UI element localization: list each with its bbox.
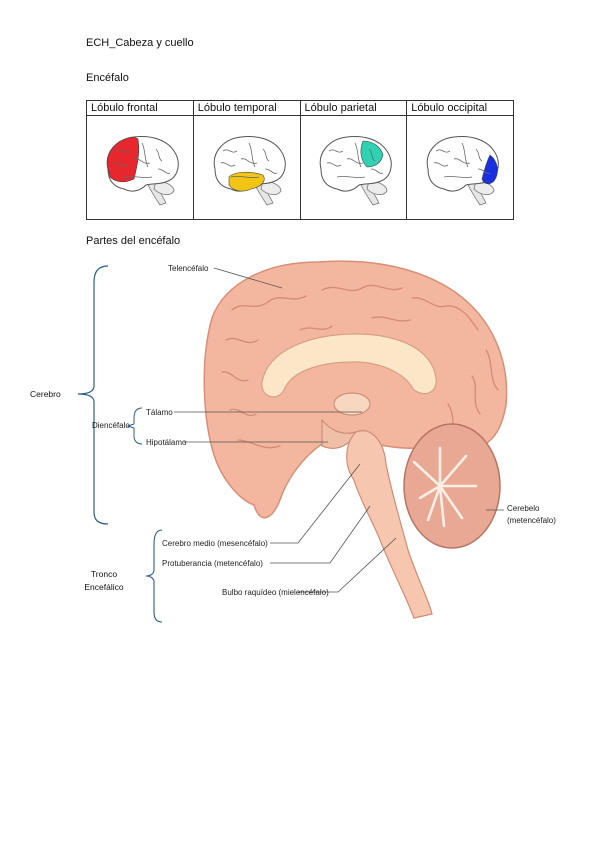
label-bulbo-raquideo: Bulbo raquídeo (mielencéfalo)	[222, 588, 329, 597]
thalamus-shape	[333, 392, 371, 416]
brain-sulcus	[222, 148, 237, 153]
cerebro-bracket	[77, 265, 109, 525]
header-lobulo-temporal: Lóbulo temporal	[192, 100, 301, 116]
brain-sulcus	[435, 148, 451, 153]
label-cerebro-medio: Cerebro medio (mesencéfalo)	[162, 539, 268, 548]
label-talamo: Tálamo	[146, 408, 173, 417]
brain-sulcus	[240, 157, 257, 164]
brain-sulcus	[123, 175, 152, 178]
leader-lines	[174, 267, 504, 593]
tronco-bracket	[145, 529, 163, 623]
label-cerebelo-line2: (metencéfalo)	[507, 516, 556, 525]
group-label-cerebro: Cerebro	[30, 389, 61, 399]
header-lobulo-parietal: Lóbulo parietal	[299, 100, 408, 116]
brain-sulcus	[248, 142, 255, 167]
group-label-diencefalo: Diencéfalo	[92, 421, 130, 430]
highlighted-lobe	[228, 171, 265, 191]
brain-sulcus	[453, 157, 471, 164]
section-title-encefalo: Encéfalo	[86, 72, 129, 84]
group-label-tronco-line1: Tronco	[91, 569, 117, 579]
brain-sulcus	[133, 157, 150, 164]
brain-sulcus	[478, 168, 491, 174]
brain-sulcus	[262, 148, 269, 161]
document-title: ECH_Cabeza y cuello	[86, 37, 194, 49]
section-title-partes: Partes del encéfalo	[86, 235, 181, 247]
brain-sulcus	[461, 142, 469, 167]
brain-sulcus	[141, 142, 149, 167]
brain-sulcus	[475, 148, 483, 161]
brain-sulcus	[230, 175, 259, 178]
brain-sulcus	[369, 148, 376, 161]
brain-occipital-lobe-image	[426, 135, 499, 205]
brain-sulcus	[444, 175, 473, 178]
highlighted-lobe	[106, 136, 139, 182]
brain-sulcus	[113, 161, 129, 166]
brain-parietal-lobe-image	[320, 135, 393, 205]
lobes-header-row: Lóbulo frontal Lóbulo temporal Lóbulo pa…	[86, 100, 514, 116]
label-telencefalo: Telencéfalo	[168, 264, 209, 273]
header-lobulo-frontal: Lóbulo frontal	[86, 100, 194, 116]
brain-sulcus	[155, 148, 163, 161]
lobes-image-row	[86, 115, 514, 220]
brain-temporal-lobe-image	[213, 135, 286, 205]
brain-sulcus	[329, 148, 344, 153]
brain-sagittal-diagram: Cerebro Diencéfalo Tronco Encefálico Tel…	[30, 260, 556, 623]
brain-sulcus	[433, 161, 449, 166]
brain-sulcus	[220, 161, 235, 166]
corpus-callosum	[261, 333, 437, 398]
lobes-table: Lóbulo frontal Lóbulo temporal Lóbulo pa…	[86, 100, 514, 220]
brain-sulcus	[157, 168, 171, 174]
brain-sulcus	[327, 161, 342, 166]
brain-sulcus	[371, 168, 384, 174]
brain-sulcus	[115, 148, 131, 153]
brain-sulcus	[355, 142, 362, 167]
group-label-tronco-line2: Encefálico	[84, 582, 123, 592]
label-protuberancia: Protuberancia (metencéfalo)	[162, 559, 263, 568]
brain-sulcus	[264, 168, 277, 174]
brain-frontal-lobe-image	[106, 135, 179, 205]
label-cerebelo-line1: Cerebelo	[507, 504, 540, 513]
highlighted-lobe	[481, 154, 498, 184]
brainstem-shape	[346, 430, 433, 619]
label-hipotalamo: Hipotálamo	[146, 438, 187, 447]
cerebellum-arbor-vitae	[412, 446, 478, 528]
diencefalo-bracket	[126, 407, 143, 445]
header-lobulo-occipital: Lóbulo occipital	[406, 100, 514, 116]
brain-sulcus	[347, 157, 364, 164]
brain-sulcus	[337, 175, 366, 178]
cerebrum-shape	[203, 260, 508, 519]
